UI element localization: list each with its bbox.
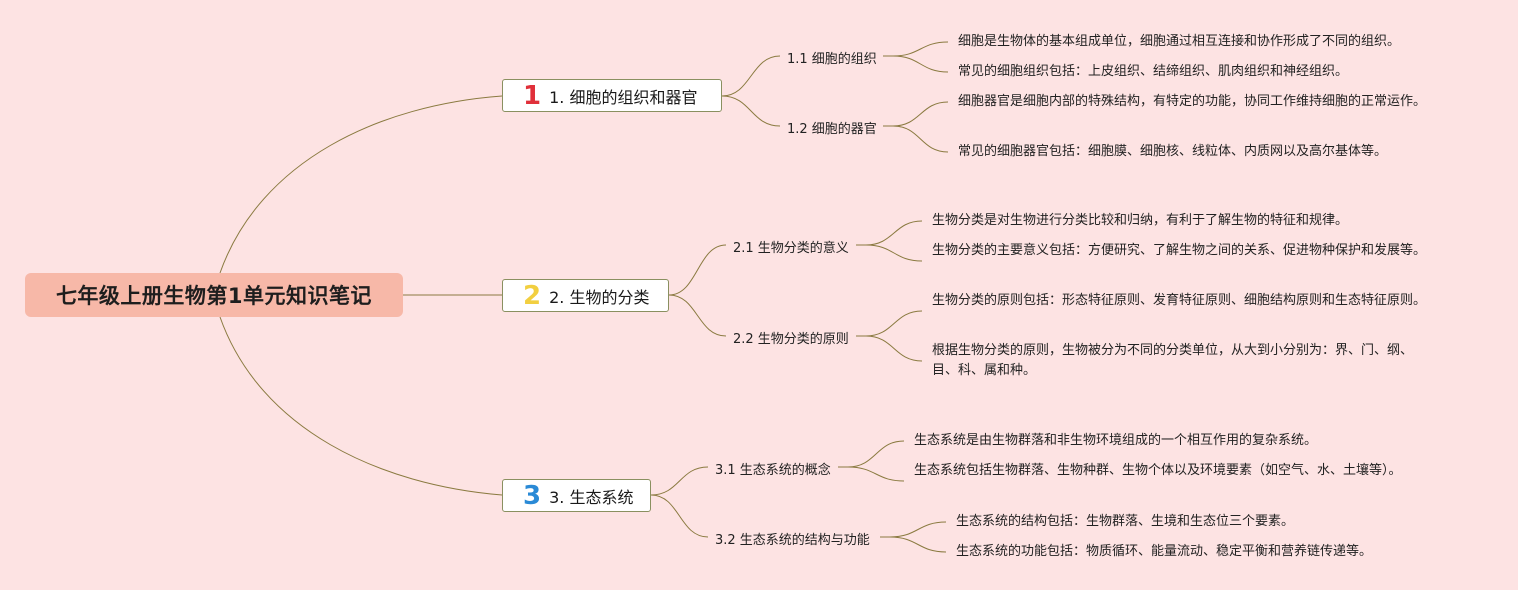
subtopic-3-1[interactable]: 3.1 生态系统的概念: [715, 463, 831, 478]
leaf-3-2-2[interactable]: 生态系统的功能包括：物质循环、能量流动、稳定平衡和营养链传递等。: [956, 544, 1373, 559]
leaf-3-2-1[interactable]: 生态系统的结构包括：生物群落、生境和生态位三个要素。: [956, 514, 1295, 529]
subtopic-2-1[interactable]: 2.1 生物分类的意义: [733, 241, 849, 256]
link-sub3-2-leaf1: [889, 521, 947, 538]
leaf-3-1-1[interactable]: 生态系统是由生物群落和非生物环境组成的一个相互作用的复杂系统。: [914, 433, 1318, 448]
subtopic-2-2[interactable]: 2.2 生物分类的原则: [733, 332, 849, 347]
subtopic-1-2[interactable]: 1.2 细胞的器官: [787, 122, 877, 137]
link-sub1-2-leaf2: [892, 125, 949, 153]
link-sub2-1-leaf1: [865, 220, 923, 246]
leaf-2-1-2[interactable]: 生物分类的主要意义包括：方便研究、了解生物之间的关系、促进物种保护和发展等。: [932, 243, 1427, 258]
link-main2-sub2: [668, 294, 727, 337]
link-root-main-1: [219, 95, 503, 274]
subtopic-1-1[interactable]: 1.1 细胞的组织: [787, 52, 877, 67]
main-topic-3-label: 3. 生态系统: [549, 487, 634, 507]
link-main3-sub1: [650, 466, 709, 496]
leaf-1-1-2[interactable]: 常见的细胞组织包括：上皮组织、结缔组织、肌肉组织和神经组织。: [958, 64, 1349, 79]
link-main1-sub1: [721, 55, 781, 97]
link-root-main-3: [219, 316, 503, 496]
link-sub1-1-leaf1: [892, 41, 949, 57]
leaf-2-2-2[interactable]: 根据生物分类的原则，生物被分为不同的分类单位，从大到小分别为：界、门、纲、目、科…: [932, 343, 1414, 378]
leaf-1-1-1[interactable]: 细胞是生物体的基本组成单位，细胞通过相互连接和协作形成了不同的组织。: [958, 34, 1401, 49]
leaf-3-1-2[interactable]: 生态系统包括生物群落、生物种群、生物个体以及环境要素（如空气、水、土壤等）。: [914, 463, 1402, 478]
link-sub3-1-leaf1: [847, 440, 905, 468]
leaf-2-2-1[interactable]: 生物分类的原则包括：形态特征原则、发育特征原则、细胞结构原则和生态特征原则。: [932, 293, 1427, 308]
main-topic-1[interactable]: 1 1. 细胞的组织和器官: [502, 79, 722, 112]
link-sub3-2-leaf2: [889, 536, 947, 553]
number-3-icon: 3: [523, 480, 542, 511]
link-main1-sub2: [721, 95, 781, 127]
root-title: 七年级上册生物第1单元知识笔记: [55, 284, 373, 308]
main-topic-1-label: 1. 细胞的组织和器官: [549, 87, 698, 107]
number-1-icon: 1: [523, 80, 542, 111]
main-topic-2[interactable]: 2 2. 生物的分类: [502, 279, 669, 312]
subtopic-3-2[interactable]: 3.2 生态系统的结构与功能: [715, 533, 870, 548]
link-sub2-1-leaf2: [865, 244, 923, 262]
link-sub2-2-leaf2: [865, 335, 923, 362]
leaf-2-1-1[interactable]: 生物分类是对生物进行分类比较和归纳，有利于了解生物的特征和规律。: [932, 213, 1349, 228]
link-sub1-1-leaf2: [892, 55, 949, 73]
root-topic[interactable]: 七年级上册生物第1单元知识笔记: [25, 273, 403, 317]
main-topic-2-label: 2. 生物的分类: [549, 287, 650, 307]
link-sub3-1-leaf2: [847, 466, 905, 482]
link-sub1-2-leaf1: [892, 101, 949, 127]
number-2-icon: 2: [523, 280, 542, 311]
main-topic-3[interactable]: 3 3. 生态系统: [502, 479, 651, 512]
link-main2-sub1: [668, 244, 727, 296]
leaf-1-2-1[interactable]: 细胞器官是细胞内部的特殊结构，有特定的功能，协同工作维持细胞的正常运作。: [958, 94, 1427, 109]
link-sub2-2-leaf1: [865, 310, 923, 337]
link-main3-sub2: [650, 494, 709, 538]
leaf-1-2-2[interactable]: 常见的细胞器官包括：细胞膜、细胞核、线粒体、内质网以及高尔基体等。: [958, 144, 1388, 159]
